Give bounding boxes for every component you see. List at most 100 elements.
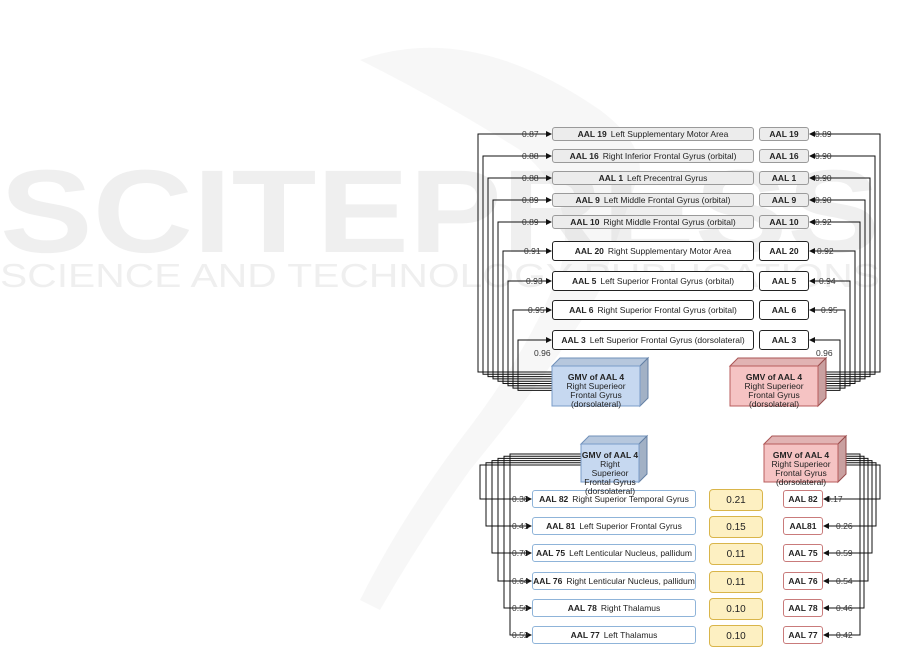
top-region-id-4: AAL 10: [570, 217, 600, 227]
bottom-left-value-4: 0.56: [512, 603, 529, 613]
bottom-left-connector-5: [509, 453, 581, 638]
bottom-right-value-5: 0.42: [836, 630, 853, 640]
top-region-name-0: Left Supplementary Motor Area: [610, 129, 729, 139]
top-right-value-7: 0.95: [821, 305, 838, 315]
top-right-target-cube-shape: [728, 356, 828, 408]
top-left-value-6: 0.93: [526, 276, 543, 286]
bottom-left-target-cube-title: GMV of AAL 4: [581, 450, 639, 460]
top-short-box-0: AAL 19: [759, 127, 809, 141]
bottom-diff-value-3: 0.11: [726, 576, 746, 588]
top-left-target-cube-line-2: (dorsolateral): [570, 399, 622, 409]
bottom-left-value-3: 0.64: [512, 576, 529, 586]
bottom-region-name-4: Right Thalamus: [600, 603, 661, 613]
top-short-box-6: AAL 5: [759, 271, 809, 291]
top-region-name-8: Left Superior Frontal Gyrus (dorsolatera…: [589, 335, 745, 345]
bottom-region-id-4: AAL 78: [567, 603, 597, 613]
bottom-right-target-cube-line-0: Right Superieor: [771, 459, 831, 469]
bottom-region-id-5: AAL 77: [570, 630, 600, 640]
bottom-short-id-2: AAL 75: [788, 548, 818, 558]
top-right-connector-6: [809, 278, 851, 387]
bottom-left-target-cube-line-1: Frontal Gyrus: [584, 477, 636, 487]
top-left-value-5: 0.91: [524, 246, 541, 256]
top-left-value-8: 0.96: [534, 348, 551, 358]
top-right-value-6: 0.94: [819, 276, 836, 286]
top-right-value-0: 0.89: [815, 129, 832, 139]
bottom-left-connector-4: [503, 455, 581, 611]
bottom-left-value-5: 0.52: [512, 630, 529, 640]
bottom-short-id-1: AAL81: [789, 521, 817, 531]
top-short-box-4: AAL 10: [759, 215, 809, 229]
top-right-target-cube-title: GMV of AAL 4: [745, 372, 803, 382]
bottom-short-box-1: AAL81: [783, 517, 823, 535]
top-short-id-5: AAL 20: [769, 246, 799, 256]
bottom-region-name-3: Right Lenticular Nucleus, pallidum: [566, 576, 695, 586]
top-left-connector-5: [502, 248, 552, 384]
bottom-region-name-0: Right Superior Temporal Gyrus: [572, 494, 689, 504]
top-left-connector-8: [517, 337, 552, 391]
top-left-target-cube-line-0: Right Superieor: [566, 381, 626, 391]
top-right-value-3: 0.90: [815, 195, 832, 205]
bottom-right-value-4: 0.46: [836, 603, 853, 613]
top-short-box-1: AAL 16: [759, 149, 809, 163]
top-right-value-2: 0.90: [815, 173, 832, 183]
bottom-diff-value-4: 0.10: [726, 603, 746, 615]
bottom-diff-value-1: 0.15: [726, 521, 746, 533]
bottom-right-target-cube-shape: [762, 434, 848, 484]
top-left-target-cube-shape: [550, 356, 650, 408]
top-region-id-5: AAL 20: [574, 246, 604, 256]
bottom-left-value-1: 0.41: [512, 521, 529, 531]
bottom-right-value-1: 0.26: [836, 521, 853, 531]
bottom-short-box-5: AAL 77: [783, 626, 823, 644]
bottom-short-id-5: AAL 77: [788, 630, 818, 640]
bottom-diff-value-5: 0.10: [726, 630, 746, 642]
bottom-diff-box-4: 0.10: [709, 598, 763, 620]
bottom-left-connector-3: [497, 457, 581, 584]
top-region-id-2: AAL 1: [598, 173, 624, 183]
top-short-id-8: AAL 3: [771, 335, 797, 345]
bottom-right-connector-3: [823, 457, 869, 584]
top-left-connector-4: [497, 219, 552, 382]
bottom-diff-value-0: 0.21: [726, 494, 746, 506]
top-region-id-8: AAL 3: [561, 335, 586, 345]
bottom-right-target-cube-line-2: (dorsolateral): [775, 477, 827, 487]
top-right-connector-4: [809, 219, 861, 382]
top-left-target-cube-line-1: Frontal Gyrus: [570, 390, 622, 400]
top-right-value-8: 0.96: [816, 348, 833, 358]
bottom-left-value-2: 0.70: [512, 548, 529, 558]
top-left-value-4: 0.89: [522, 217, 539, 227]
bottom-right-value-2: 0.59: [836, 548, 853, 558]
bottom-region-name-2: Left Lenticular Nucleus, pallidum: [569, 548, 692, 558]
top-short-id-1: AAL 16: [769, 151, 799, 161]
top-left-connector-3: [492, 197, 552, 380]
top-region-id-7: AAL 6: [569, 305, 594, 315]
bottom-right-target-cube-line-1: Frontal Gyrus: [775, 468, 827, 478]
bottom-short-id-4: AAL 78: [788, 603, 818, 613]
top-short-id-6: AAL 5: [771, 276, 797, 286]
bottom-left-connector-2: [491, 460, 581, 556]
bottom-right-connector-1: [823, 462, 877, 529]
top-region-id-0: AAL 19: [577, 129, 607, 139]
top-right-value-1: 0.90: [815, 151, 832, 161]
bottom-diff-box-5: 0.10: [709, 625, 763, 647]
bottom-left-connector-1: [485, 462, 581, 529]
top-region-name-5: Right Supplementary Motor Area: [607, 246, 732, 256]
top-right-value-4: 0.92: [815, 217, 832, 227]
bottom-region-id-1: AAL 81: [546, 521, 576, 531]
top-left-target-cube-title: GMV of AAL 4: [567, 372, 625, 382]
top-region-name-4: Right Middle Frontal Gyrus (orbital): [603, 217, 736, 227]
bottom-right-connector-4: [823, 455, 865, 611]
bottom-diff-box-3: 0.11: [709, 571, 763, 593]
top-region-name-6: Left Superior Frontal Gyrus (orbital): [600, 276, 735, 286]
